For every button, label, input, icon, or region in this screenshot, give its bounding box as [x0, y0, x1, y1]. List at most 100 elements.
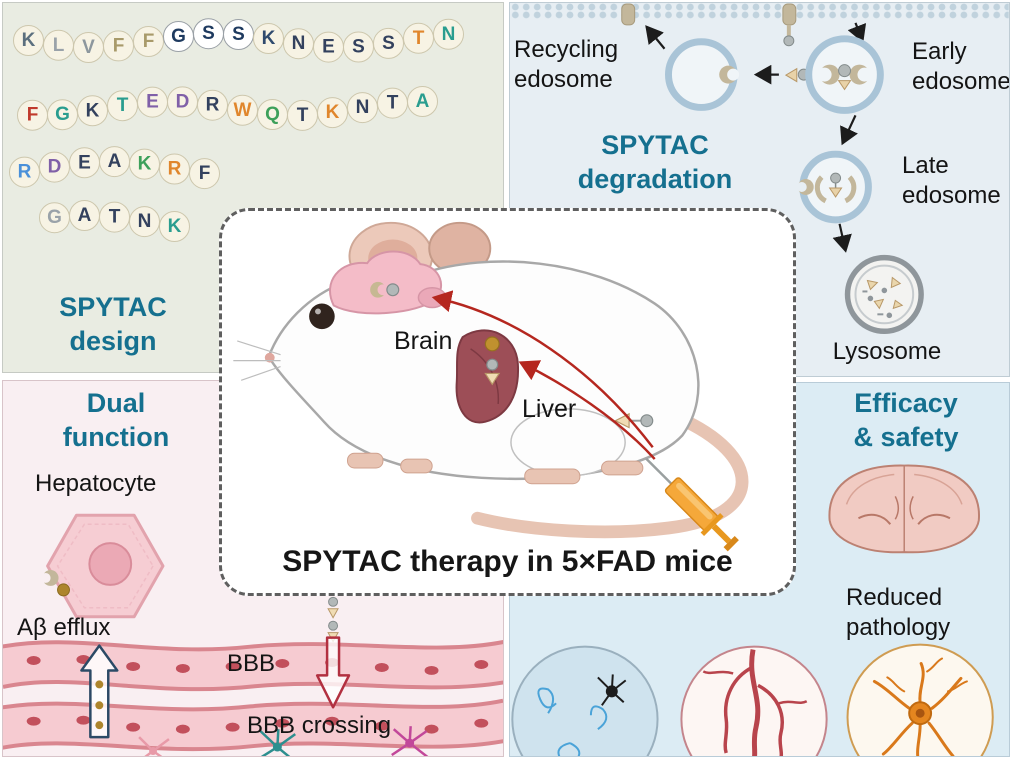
- residue-A: A: [407, 86, 438, 117]
- recycling-edosome-label: Recycling edosome: [514, 35, 618, 95]
- hepatocyte-cell: [40, 513, 165, 619]
- hepatocyte-label: Hepatocyte: [35, 470, 157, 497]
- residue-K: K: [129, 148, 160, 180]
- arrow-to-brain-icon: [431, 290, 654, 449]
- endocytosis-arrow-icon: [847, 22, 867, 43]
- residue-S: S: [343, 31, 374, 63]
- residue-D: D: [39, 151, 70, 183]
- liver-label: Liver: [522, 395, 577, 423]
- residue-V: V: [73, 32, 104, 63]
- brain-coronal-section: [828, 464, 980, 554]
- label-line: edosome: [514, 65, 613, 93]
- residue-F: F: [189, 158, 220, 190]
- residue-E: E: [69, 147, 100, 179]
- residue-S: S: [373, 27, 404, 59]
- residue-G: G: [163, 21, 194, 52]
- efficacy-title-line: Efficacy: [854, 388, 958, 418]
- residue-T: T: [377, 87, 408, 119]
- panel-spytac-degradation: Recycling edosome Early edosome SPYTAC d…: [509, 2, 1010, 377]
- degradation-title: SPYTAC degradation: [530, 129, 780, 197]
- degradation-title-line: SPYTAC: [601, 130, 709, 160]
- residue-T: T: [287, 99, 318, 131]
- residue-R: R: [159, 153, 190, 185]
- crossing-arrow-icon: [315, 636, 351, 709]
- figure-title: SPYTAC therapy in 5×FAD mice: [282, 545, 733, 578]
- label-line: Early: [912, 38, 967, 65]
- lysosome: [844, 254, 924, 334]
- degradation-illustration: [510, 3, 1009, 334]
- residue-A: A: [69, 200, 100, 231]
- pathology-circle-tangles: [511, 645, 659, 756]
- mouse-foot: [524, 468, 581, 485]
- residue-E: E: [313, 31, 344, 63]
- bbb-vessel-upper: [3, 640, 503, 692]
- residue-Q: Q: [257, 99, 288, 130]
- design-title-line: design: [69, 325, 157, 356]
- cell-membrane: [510, 3, 1009, 19]
- label-line: Recycling: [514, 36, 619, 63]
- abeta-clump-icon: [57, 583, 70, 597]
- residue-F: F: [17, 99, 48, 131]
- pathology-circle-vessels: [680, 645, 828, 756]
- residue-F: F: [103, 30, 134, 62]
- pathology-circle-astrocyte: [846, 643, 994, 756]
- dual-title-line: Dual: [86, 388, 146, 418]
- residue-G: G: [47, 99, 78, 131]
- center-card: Brain Liver SPYTAC therapy in 5×FAD mice: [219, 208, 796, 596]
- dual-function-title: Dual function: [31, 387, 201, 455]
- residue-D: D: [167, 86, 198, 118]
- neuron-magenta-icon: [391, 726, 429, 756]
- abeta-efflux-label: Aβ efflux: [17, 614, 111, 641]
- membrane-receptor-icon: [621, 3, 636, 26]
- residue-E: E: [137, 86, 168, 118]
- residue-L: L: [43, 29, 74, 61]
- efficacy-title-line: & safety: [853, 421, 959, 452]
- arrow-to-liver-icon: [518, 360, 656, 460]
- syringe-icon: [645, 457, 739, 552]
- residue-N: N: [129, 206, 160, 238]
- bbb-crossing-label: BBB crossing: [247, 712, 392, 739]
- residue-N: N: [347, 92, 378, 124]
- mouse-illustration: [233, 221, 749, 552]
- early-edosome-label: Early edosome: [912, 37, 1010, 97]
- neuron-pink-icon: [138, 736, 170, 756]
- lysosome-label: Lysosome: [832, 338, 942, 365]
- residue-K: K: [159, 211, 190, 242]
- label-line: Late: [902, 152, 949, 179]
- residue-R: R: [197, 89, 228, 121]
- efficacy-illustration: [511, 464, 994, 756]
- residue-F: F: [133, 26, 164, 57]
- label-line: Reduced: [846, 584, 943, 611]
- efficacy-title: Efficacy & safety: [816, 387, 996, 455]
- residue-R: R: [9, 156, 40, 188]
- residue-K: K: [13, 25, 44, 56]
- delivery-arrows: [431, 290, 656, 460]
- residue-T: T: [99, 201, 130, 233]
- residue-K: K: [317, 97, 348, 129]
- residue-G: G: [39, 202, 70, 234]
- dual-function-illustration: [3, 513, 503, 756]
- mouse-whiskers: [233, 340, 281, 381]
- maturation-arrow-icon: [840, 114, 858, 146]
- spytac-molecule-icon: [327, 596, 339, 643]
- microglia-icon: [597, 674, 627, 706]
- design-title-line: SPYTAC: [59, 292, 167, 322]
- to-lysosome-arrow-icon: [832, 223, 852, 253]
- mouse-foot: [400, 458, 433, 474]
- dual-title-line: function: [62, 421, 170, 452]
- spytac-molecule-tail-icon: [613, 412, 654, 429]
- label-line: pathology: [846, 613, 951, 641]
- spytac-molecule-brain-icon: [370, 281, 400, 298]
- residue-K: K: [77, 95, 108, 127]
- degradation-title-line: degradation: [577, 163, 733, 194]
- efflux-arrow-icon: [80, 644, 119, 739]
- label-line: edosome: [912, 67, 1010, 95]
- late-edosome: [796, 150, 872, 224]
- bbb-vessel-lower: [3, 698, 503, 752]
- hepatocyte-nucleus: [88, 542, 133, 586]
- residue-T: T: [107, 90, 138, 122]
